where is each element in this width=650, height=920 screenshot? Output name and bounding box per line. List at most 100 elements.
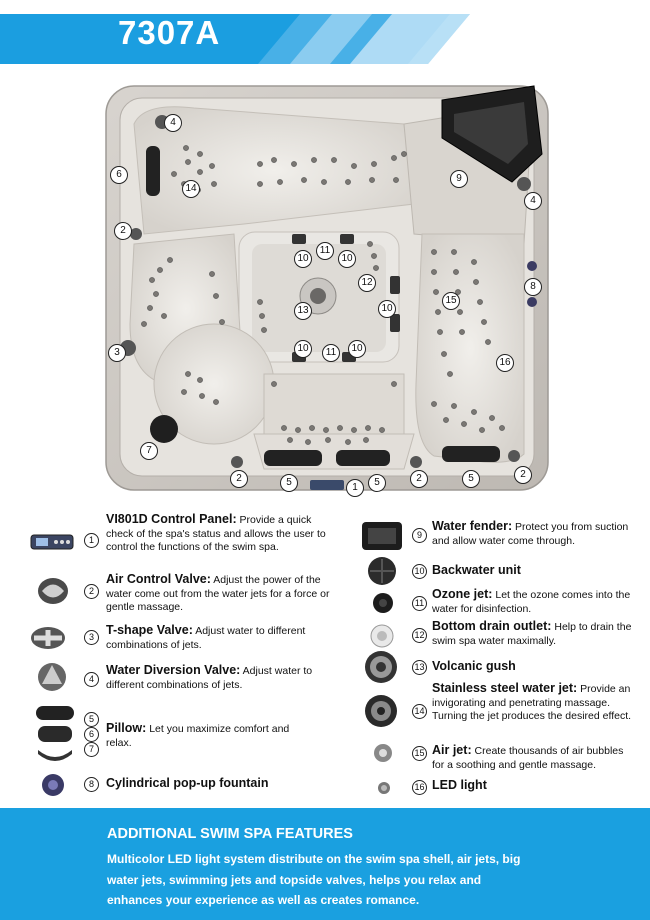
ozone-jet-icon (372, 592, 394, 614)
jet-mark (259, 313, 265, 319)
jet-mark (161, 313, 167, 319)
jet-mark (393, 177, 399, 183)
legend-description: Let the ozone comes into the water for d… (432, 589, 631, 615)
legend-title: Ozone jet (432, 587, 489, 601)
jet-mark (373, 265, 379, 271)
diagram-callout: 2 (114, 222, 132, 240)
jet-mark (351, 427, 357, 433)
legend-text: Water Diversion Valve: Adjust water to d… (106, 663, 336, 692)
diagram-callout: 10 (294, 340, 312, 358)
jet-mark (287, 437, 293, 443)
led-light-icon (376, 780, 392, 796)
legend-title: Backwater unit (432, 563, 521, 577)
diagram-callout: 10 (348, 340, 366, 358)
legend-description: Adjust water to different combinations o… (106, 665, 313, 691)
control-panel-icon (30, 534, 74, 550)
legend-title-suffix: : (507, 519, 513, 533)
diagram-callout: 11 (322, 344, 340, 362)
jet-mark (323, 427, 329, 433)
legend-title: Stainless steel water jet (432, 681, 574, 695)
legend-number: 2 (84, 584, 99, 599)
water-fender-icon (360, 520, 404, 552)
diagram-callout: 1 (346, 479, 364, 497)
diagram-callout: 15 (442, 292, 460, 310)
jet-mark (331, 157, 337, 163)
legend-title-suffix: : (206, 572, 211, 586)
legend-text: Pillow: Let you maximize comfort and rel… (106, 721, 316, 750)
jet-mark (499, 425, 505, 431)
jet-mark (369, 177, 375, 183)
legend-title-suffix: : (547, 619, 552, 633)
jet-mark (149, 277, 155, 283)
diagram-callout: 11 (316, 242, 334, 260)
diagram-callout: 16 (496, 354, 514, 372)
volcanic-gush-icon (364, 650, 398, 684)
legend-number: 3 (84, 630, 99, 645)
footer-banner (0, 808, 650, 920)
jet-mark (435, 309, 441, 315)
legend-text: Ozone jet: Let the ozone comes into the … (432, 587, 632, 616)
fountain-icon (40, 772, 66, 798)
jet-mark (271, 157, 277, 163)
jet-mark (345, 439, 351, 445)
jet-mark (309, 425, 315, 431)
legend-number: 13 (412, 660, 427, 675)
legend-description: Let you maximize comfort and relax. (106, 723, 290, 749)
legend-number: 8 (84, 777, 99, 792)
header-banner: 7307A (0, 0, 650, 64)
jet-mark (371, 253, 377, 259)
jet-mark (401, 151, 407, 157)
jet-mark (477, 299, 483, 305)
diagram-callout: 10 (294, 250, 312, 268)
jet-mark (153, 291, 159, 297)
jet-mark (443, 417, 449, 423)
legend-number: 15 (412, 746, 427, 761)
jet-mark (351, 163, 357, 169)
legend-text: Air jet: Create thousands of air bubbles… (432, 743, 632, 772)
jet-mark (471, 259, 477, 265)
legend-number: 4 (84, 672, 99, 687)
jet-mark (441, 351, 447, 357)
jet-mark (473, 279, 479, 285)
legend-title: Water Diversion Valve (106, 663, 237, 677)
model-number: 7307A (118, 14, 221, 51)
jet-mark (481, 319, 487, 325)
legend-title-suffix: : (142, 721, 147, 735)
air-jet-icon (372, 742, 394, 764)
jet-mark (271, 381, 277, 387)
jet-mark (337, 425, 343, 431)
jet-mark (185, 371, 191, 377)
diagram-callout: 2 (410, 470, 428, 488)
jet-mark (301, 177, 307, 183)
diagram-callout: 5 (462, 470, 480, 488)
diversion-valve-icon (36, 662, 68, 692)
jet-mark (451, 403, 457, 409)
jet-mark (479, 427, 485, 433)
legend-description: Adjust the power of the water come out f… (106, 574, 330, 613)
jet-mark (391, 381, 397, 387)
jet-mark (431, 269, 437, 275)
jet-mark (451, 249, 457, 255)
legend-title: Cylindrical pop-up fountain (106, 776, 269, 790)
jet-mark (209, 271, 215, 277)
jet-mark (321, 179, 327, 185)
legend-title: LED light (432, 778, 487, 792)
legend-title: Pillow (106, 721, 143, 735)
legend-text: Bottom drain outlet: Help to drain the s… (432, 619, 632, 648)
air-valve-icon (36, 576, 70, 606)
legend-description: Protect you from suction and allow water… (432, 521, 629, 547)
jet-mark (157, 267, 163, 273)
jet-mark (209, 163, 215, 169)
jet-mark (281, 425, 287, 431)
pillow-icon (32, 704, 78, 766)
jet-mark (431, 249, 437, 255)
jet-mark (391, 155, 397, 161)
jet-mark (437, 329, 443, 335)
jet-mark (295, 427, 301, 433)
jet-mark (213, 399, 219, 405)
diagram-callout: 3 (108, 344, 126, 362)
jet-mark (291, 161, 297, 167)
drain-icon (370, 624, 394, 648)
jet-mark (325, 437, 331, 443)
